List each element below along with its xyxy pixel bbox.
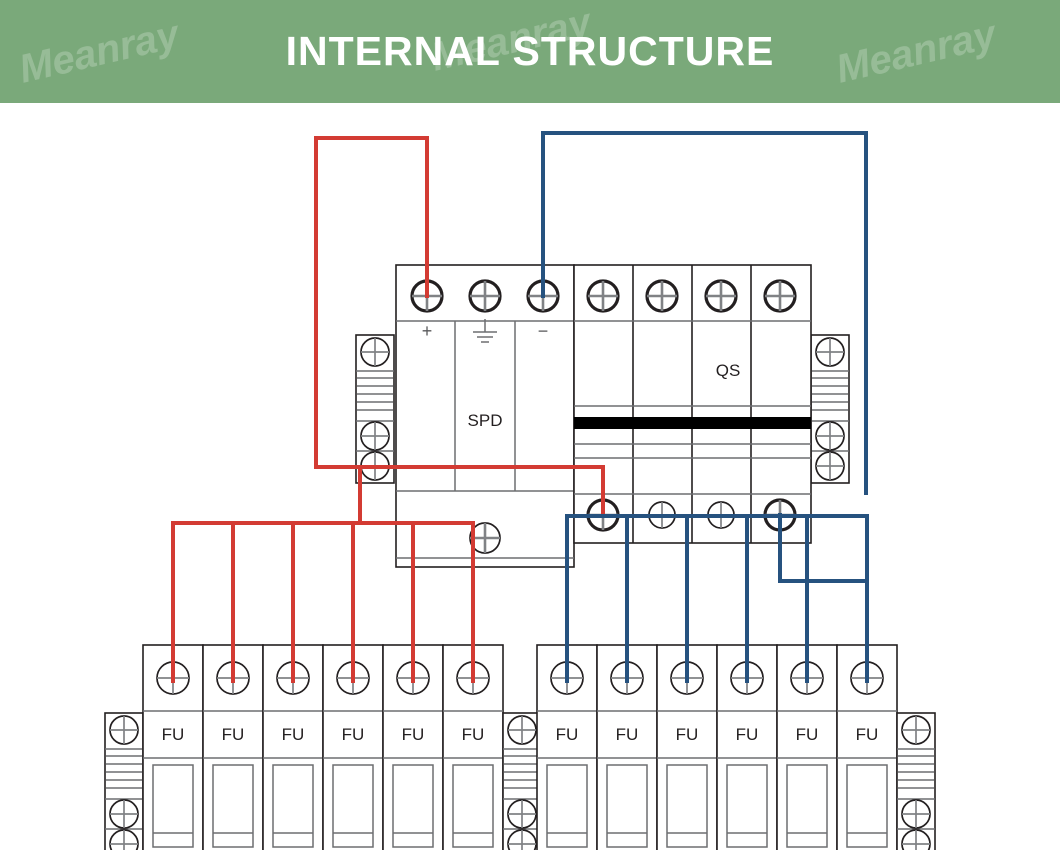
- spd-terminal-earth[interactable]: [468, 279, 502, 313]
- fuse-label: FU: [162, 725, 185, 744]
- fuse-label: FU: [676, 725, 699, 744]
- fuse-label: FU: [616, 725, 639, 744]
- screw-icon: [360, 421, 390, 451]
- screw-icon: [507, 799, 537, 829]
- page-title: INTERNAL STRUCTURE: [285, 28, 775, 74]
- qs-device: QS: [573, 264, 812, 544]
- fuse-label: FU: [282, 725, 305, 744]
- screw-icon: [109, 715, 139, 745]
- screw-icon: [507, 829, 537, 850]
- fuse-label: FU: [856, 725, 879, 744]
- wire-positive-spd-feed: [314, 136, 429, 469]
- qs-label: QS: [716, 361, 741, 380]
- end-clamp-spd-left: [355, 334, 395, 484]
- header-banner: Meanray Meanray Meanray INTERNAL STRUCTU…: [0, 0, 1060, 103]
- fuse-label: FU: [462, 725, 485, 744]
- qs-top-terminal-2[interactable]: [645, 279, 679, 313]
- qs-top-terminal-3[interactable]: [704, 279, 738, 313]
- fuse-label: FU: [222, 725, 245, 744]
- fuse-label: FU: [342, 725, 365, 744]
- earth-symbol-icon: [473, 319, 497, 343]
- screw-icon: [109, 799, 139, 829]
- fuse-holder: FU: [262, 644, 324, 850]
- spd-positive-label: +: [422, 321, 433, 341]
- spd-label: SPD: [468, 411, 503, 430]
- fuse-label: FU: [402, 725, 425, 744]
- screw-icon: [109, 829, 139, 850]
- spd-bottom-terminal[interactable]: [469, 522, 501, 554]
- screw-icon: [901, 715, 931, 745]
- end-clamp-qs-right: [810, 334, 850, 484]
- screw-icon: [901, 799, 931, 829]
- fuse-label: FU: [796, 725, 819, 744]
- end-clamp-fuse-left: [104, 712, 144, 850]
- screw-icon: [815, 421, 845, 451]
- qs-top-terminal-4[interactable]: [763, 279, 797, 313]
- fuse-label: FU: [556, 725, 579, 744]
- end-clamp-fuse-right: [896, 712, 936, 850]
- screw-icon: [815, 451, 845, 481]
- qs-switch-bar[interactable]: [574, 417, 811, 429]
- spd-negative-label: −: [538, 321, 549, 341]
- end-clamp-fuse-middle: [502, 712, 542, 850]
- screw-icon: [815, 337, 845, 367]
- fuse-label: FU: [736, 725, 759, 744]
- screw-icon: [901, 829, 931, 850]
- screw-icon: [360, 337, 390, 367]
- qs-top-terminal-1[interactable]: [586, 279, 620, 313]
- screw-icon: [507, 715, 537, 745]
- spd-device: + − SPD: [395, 264, 575, 568]
- wire-negative-spd-feed: [541, 131, 868, 495]
- internal-structure-diagram: + − SPD: [0, 103, 1060, 850]
